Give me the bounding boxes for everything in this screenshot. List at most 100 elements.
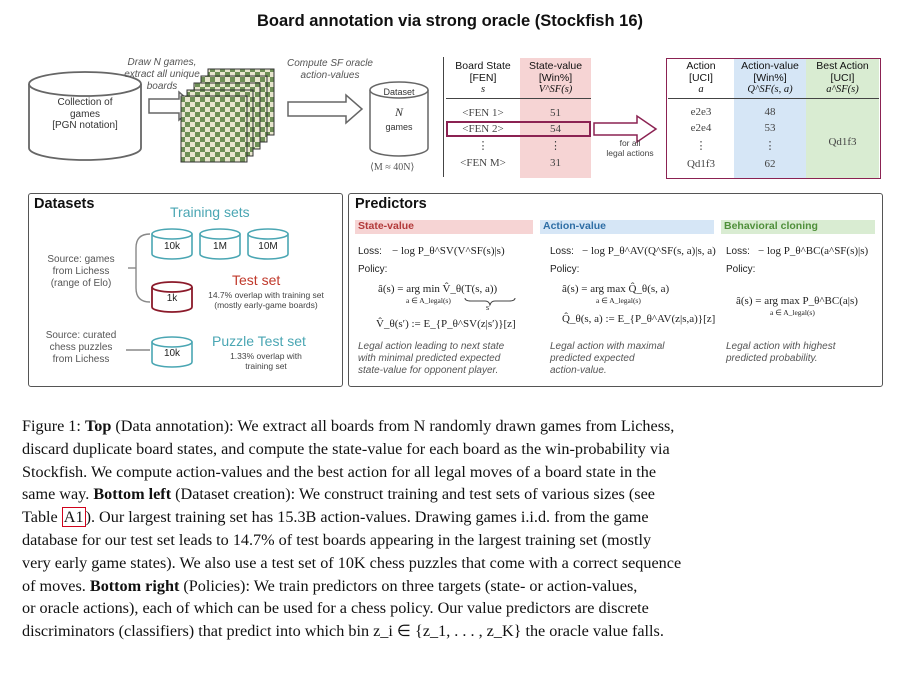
state-value-header: State-value [Win%] V^SF(s) <box>528 60 583 95</box>
table-row: ⋮ <box>550 140 561 152</box>
table-row: 54 <box>550 123 561 135</box>
policy-label: Policy: <box>550 264 580 275</box>
training-sets-label: Training sets <box>170 204 250 220</box>
test-note: 14.7% overlap with training set (mostly … <box>208 290 324 310</box>
brace-icon <box>464 297 516 306</box>
bc-loss-formula: − log P_θ^BC(a^SF(s)|s) <box>758 245 869 257</box>
table-row: 31 <box>550 157 561 169</box>
table-row: <FEN 2> <box>462 123 504 135</box>
database-icon <box>247 228 289 260</box>
policy-subscript: a ∈ A_legal(s) <box>596 296 641 305</box>
action-value-column-bg <box>734 59 806 178</box>
table-row: 48 <box>764 106 776 118</box>
table-row: 51 <box>550 107 561 119</box>
loss-label: Loss: <box>726 246 750 257</box>
policy-label: Policy: <box>358 264 388 275</box>
dataset-games: games <box>385 122 413 132</box>
state-description: Legal action leading to next state with … <box>358 341 505 376</box>
legal-actions-text: for all legal actions <box>606 138 654 158</box>
action-value-predictor-header: Action-value <box>543 220 607 232</box>
brace-label: s′ <box>486 303 491 312</box>
bc-description: Legal action with highest predicted prob… <box>726 341 836 364</box>
divider <box>668 98 879 99</box>
figure-caption: Figure 1: Top (Data annotation): We extr… <box>22 415 882 643</box>
table-row: e2e3 <box>690 106 712 118</box>
best-action-column-bg <box>806 59 879 178</box>
bc-header-bg <box>721 220 875 234</box>
bc-policy-formula: â(s) = arg max P_θ^BC(a|s) <box>736 295 858 307</box>
action-value-header: Action-value [Win%] Q^SF(s, a) <box>741 60 799 95</box>
action-header: Action [UCI] a <box>686 60 716 95</box>
table-row: ⋮ <box>477 140 489 152</box>
datasets-panel <box>28 193 343 387</box>
best-action-value: Qd1f3 <box>828 136 857 148</box>
training-size-10m: 10M <box>258 241 278 252</box>
table-row: Qd1f3 <box>686 158 716 170</box>
action-table <box>666 58 881 179</box>
arrow-icon <box>287 93 364 125</box>
draw-games-text: Draw N games, extract all unique boards <box>124 57 200 92</box>
caption-line: discard duplicate board states, and comp… <box>22 439 670 458</box>
caption-line: Table A1). Our largest training set has … <box>22 507 649 528</box>
policy-subscript: a ∈ A_legal(s) <box>406 296 451 305</box>
best-action-header: Best Action [UCI] a^SF(s) <box>816 60 869 95</box>
table-row: e2e4 <box>690 122 712 134</box>
caption-line: very early game states). We also use a t… <box>22 553 682 572</box>
state-value-definition: V̂_θ(s′) := E_{P_θ^SV(z|s′)}[z] <box>376 318 516 330</box>
caption-line: database for our test set leads to 14.7%… <box>22 530 652 549</box>
bc-predictor-header: Behavioral cloning <box>724 220 818 232</box>
action-value-header-bg <box>540 220 714 234</box>
caption-line: Figure 1: Top (Data annotation): We extr… <box>22 417 675 435</box>
loss-label: Loss: <box>550 246 574 257</box>
table-row: <FEN 1> <box>462 107 504 119</box>
dataset-label: Dataset <box>383 87 415 97</box>
predictors-panel <box>348 193 883 387</box>
predictors-title: Predictors <box>355 196 427 212</box>
test-size: 1k <box>166 293 178 304</box>
training-size-1m: 1M <box>213 241 227 252</box>
test-set-label: Test set <box>232 272 281 288</box>
table-row: ⋮ <box>695 140 707 152</box>
m-note: ⟨M ≈ 40N⟩ <box>370 162 415 173</box>
policy-label: Policy: <box>726 264 756 275</box>
table-row: 62 <box>764 158 776 170</box>
puzzle-size: 10k <box>163 348 181 359</box>
figure-title: Board annotation via strong oracle (Stoc… <box>257 12 643 30</box>
datasets-title: Datasets <box>34 196 95 212</box>
bracket <box>128 233 151 303</box>
chess-boards-icon <box>180 68 275 163</box>
database-icon <box>151 228 193 260</box>
caption-line: Stockfish. We compute action-values and … <box>22 462 657 481</box>
caption-line: discriminators (classifiers) that predic… <box>22 622 664 641</box>
state-value-column-bg <box>520 58 591 178</box>
caption-line: or oracle actions), each of which can be… <box>22 599 649 618</box>
divider <box>446 98 591 99</box>
dataset-cylinder <box>369 81 429 157</box>
database-icon <box>151 281 193 313</box>
database-icon <box>151 336 193 368</box>
state-policy-formula: â(s) = arg min V̂_θ(T(s, a)) <box>378 283 498 295</box>
collection-label: Collection of games [PGN notation] <box>52 97 118 131</box>
table-row: 53 <box>764 122 776 134</box>
database-icon <box>199 228 241 260</box>
source-lichess-text: Source: games from Lichess (range of Elo… <box>47 254 115 289</box>
training-size-10k: 10k <box>163 241 181 252</box>
action-policy-formula: â(s) = arg max Q̂_θ(s, a) <box>562 283 670 295</box>
puzzle-note: 1.33% overlap with training set <box>230 351 302 371</box>
source-puzzles-text: Source: curated chess puzzles from Liche… <box>45 330 117 365</box>
highlighted-row <box>446 121 591 137</box>
divider <box>443 57 444 177</box>
board-state-header: Board State [FEN] s <box>455 60 511 95</box>
state-loss-formula: − log P_θ^SV(V^SF(s)|s) <box>392 245 505 257</box>
arrow-icon <box>593 114 658 144</box>
loss-label: Loss: <box>358 246 382 257</box>
compute-sf-text: Compute SF oracle action-values <box>287 58 373 81</box>
table-reference-link[interactable]: A1 <box>61 507 86 528</box>
dataset-n: N <box>394 105 403 119</box>
action-value-definition: Q̂_θ(s, a) := E_{P_θ^AV(z|s,a)}[z] <box>562 313 716 325</box>
caption-line: same way. Bottom left (Dataset creation)… <box>22 485 655 504</box>
connector-line <box>126 349 150 351</box>
table-row: <FEN M> <box>460 157 506 169</box>
policy-subscript: a ∈ A_legal(s) <box>770 308 815 317</box>
caption-line: of moves. Bottom right (Policies): We tr… <box>22 576 638 595</box>
